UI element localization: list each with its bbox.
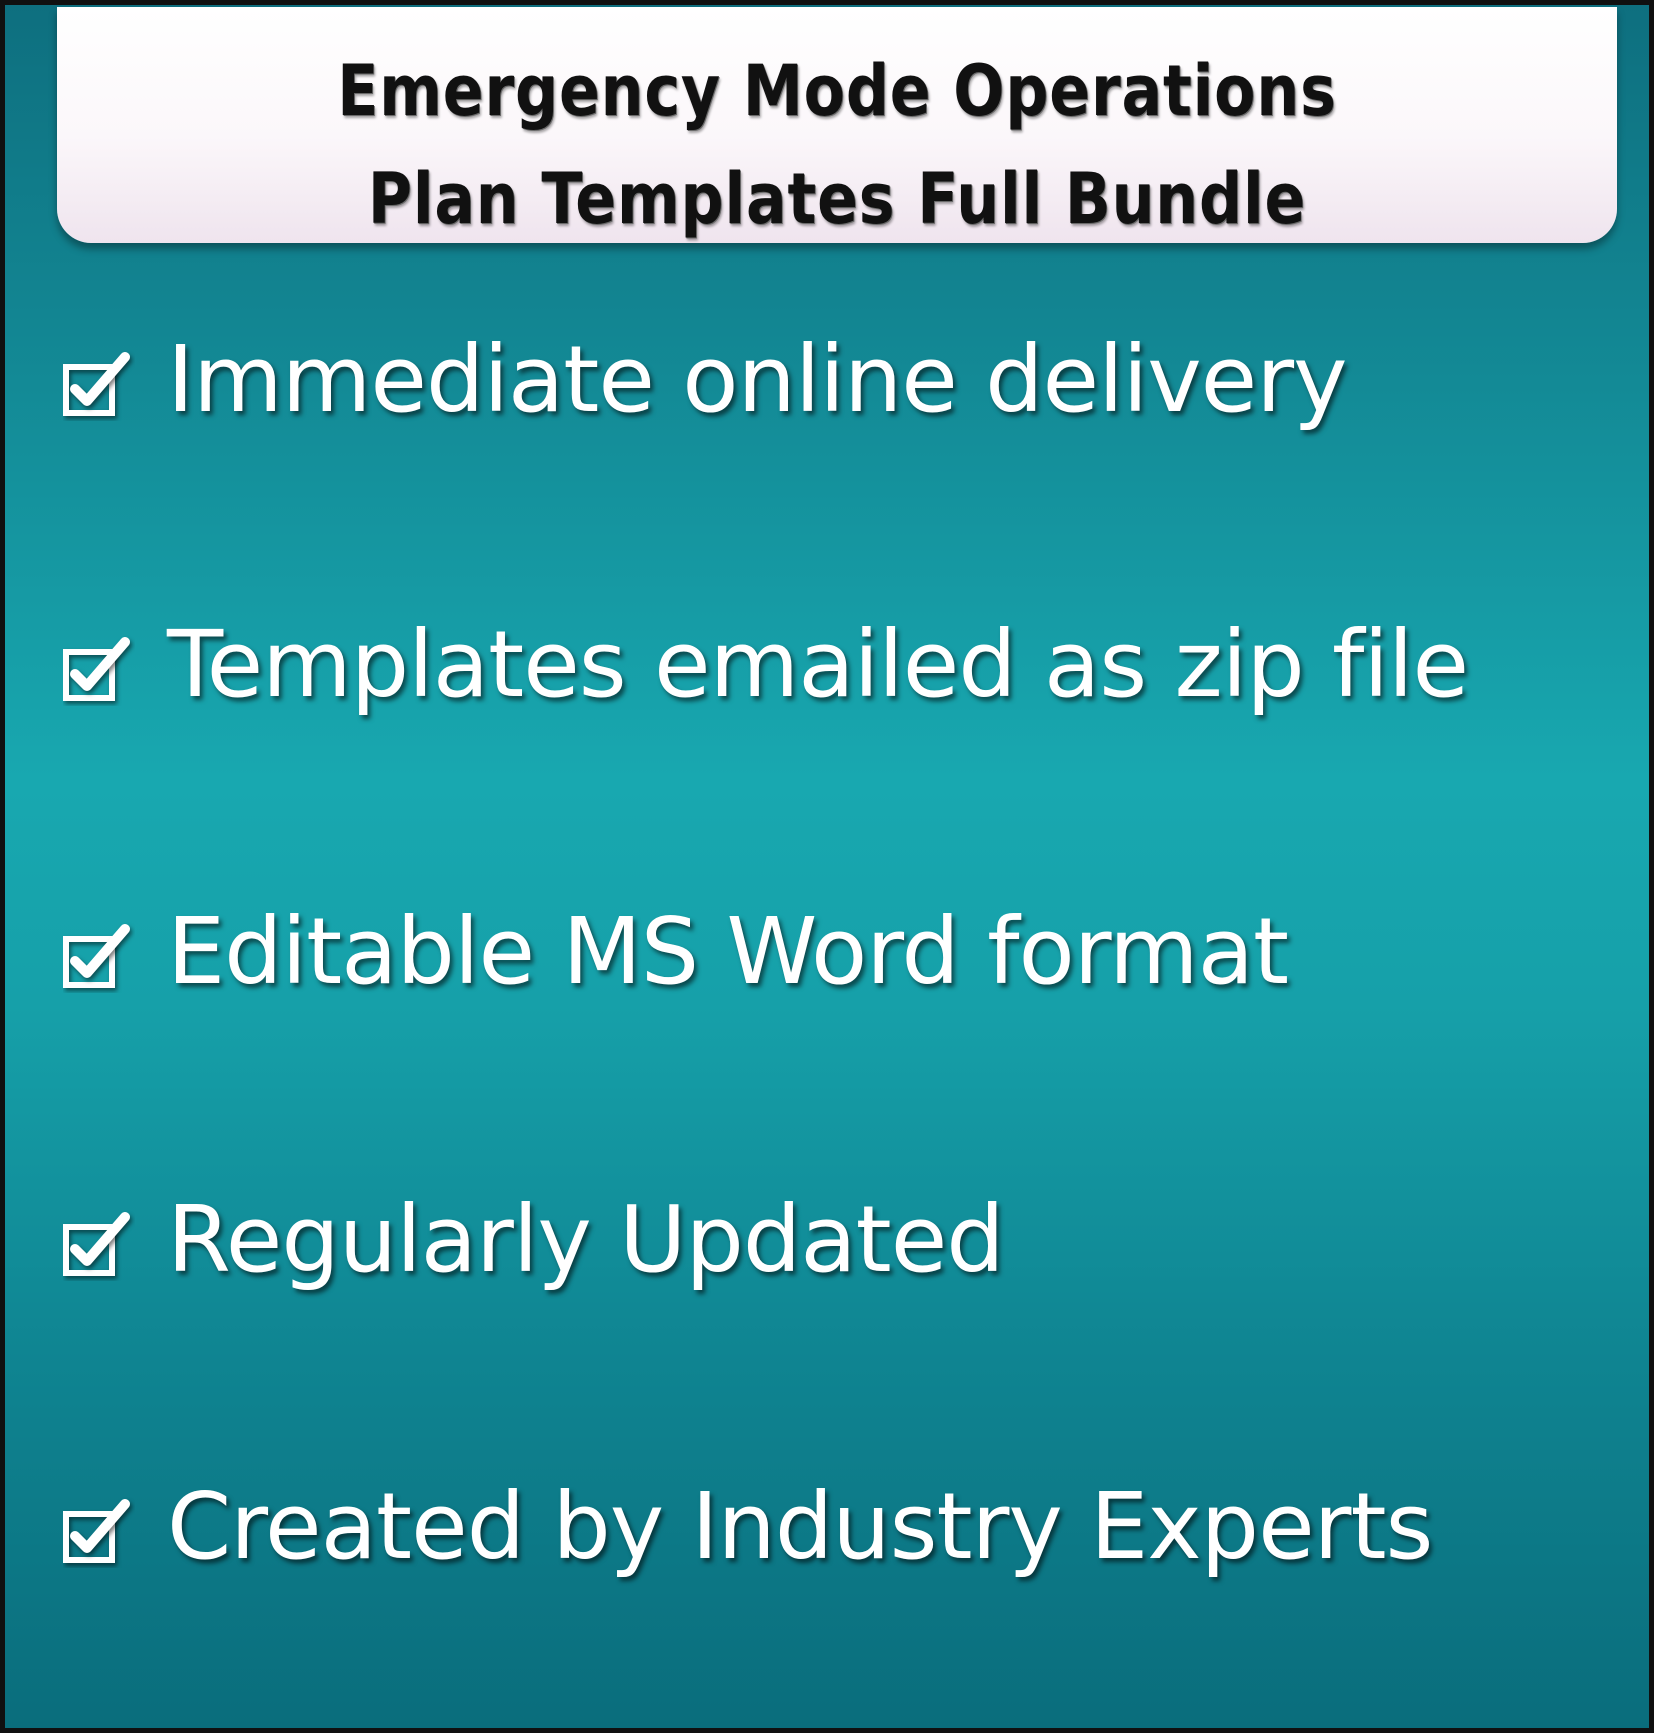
checkbox-checked-icon xyxy=(63,924,130,988)
feature-label: Immediate online delivery xyxy=(167,326,1348,433)
checkbox-checked-icon xyxy=(63,1499,130,1563)
feature-label: Regularly Updated xyxy=(167,1186,1005,1293)
title-banner: Emergency Mode Operations Plan Templates… xyxy=(57,7,1617,243)
checkbox-checked-icon xyxy=(63,352,130,416)
feature-label: Editable MS Word format xyxy=(167,898,1289,1005)
feature-item: Templates emailed as zip file xyxy=(63,605,1469,725)
checkbox-checked-icon xyxy=(63,1212,130,1276)
feature-label: Templates emailed as zip file xyxy=(167,611,1469,718)
feature-list: Immediate online delivery Templates emai… xyxy=(5,5,1649,1728)
feature-item: Regularly Updated xyxy=(63,1180,1005,1300)
feature-item: Created by Industry Experts xyxy=(63,1467,1433,1587)
feature-label: Created by Industry Experts xyxy=(167,1473,1433,1580)
page-title-line-1: Emergency Mode Operations xyxy=(337,50,1337,132)
feature-item: Immediate online delivery xyxy=(63,320,1348,440)
feature-item: Editable MS Word format xyxy=(63,892,1289,1012)
page-title: Emergency Mode Operations Plan Templates… xyxy=(166,7,1508,253)
checkbox-checked-icon xyxy=(63,637,130,701)
page-title-line-2: Plan Templates Full Bundle xyxy=(367,158,1307,240)
